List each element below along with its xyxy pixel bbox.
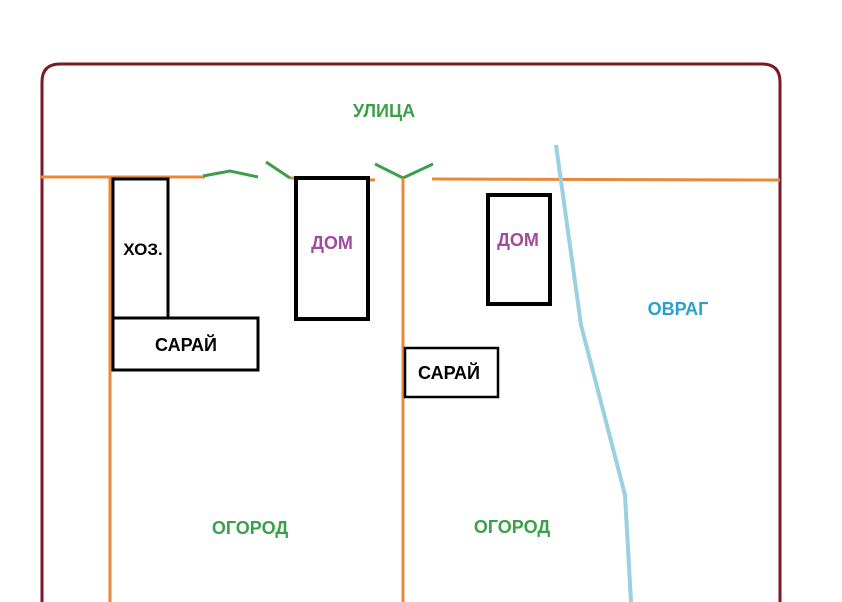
ravine-label: ОВРАГ bbox=[648, 299, 709, 319]
house-left-label: ДОМ bbox=[311, 233, 353, 253]
shed-right-label: САРАЙ bbox=[418, 362, 480, 383]
gate-right bbox=[374, 162, 434, 180]
garden-right-label: ОГОРОД bbox=[474, 517, 551, 537]
utility-building bbox=[111, 177, 170, 320]
house-right-label: ДОМ bbox=[497, 230, 539, 250]
street-label: УЛИЦА bbox=[353, 101, 415, 121]
shed-left-label: САРАЙ bbox=[155, 334, 217, 355]
gate-left bbox=[202, 169, 259, 179]
garden-left-label: ОГОРОД bbox=[212, 518, 289, 538]
house-right bbox=[486, 193, 552, 306]
gate-left-leaf bbox=[265, 160, 291, 180]
street-fence-right bbox=[431, 177, 781, 182]
utility-label: ХОЗ. bbox=[123, 240, 163, 259]
ravine-line bbox=[554, 144, 633, 602]
shed-left bbox=[111, 316, 260, 372]
house-left bbox=[294, 176, 370, 321]
shed-right bbox=[403, 346, 500, 399]
plot-border bbox=[40, 62, 782, 602]
